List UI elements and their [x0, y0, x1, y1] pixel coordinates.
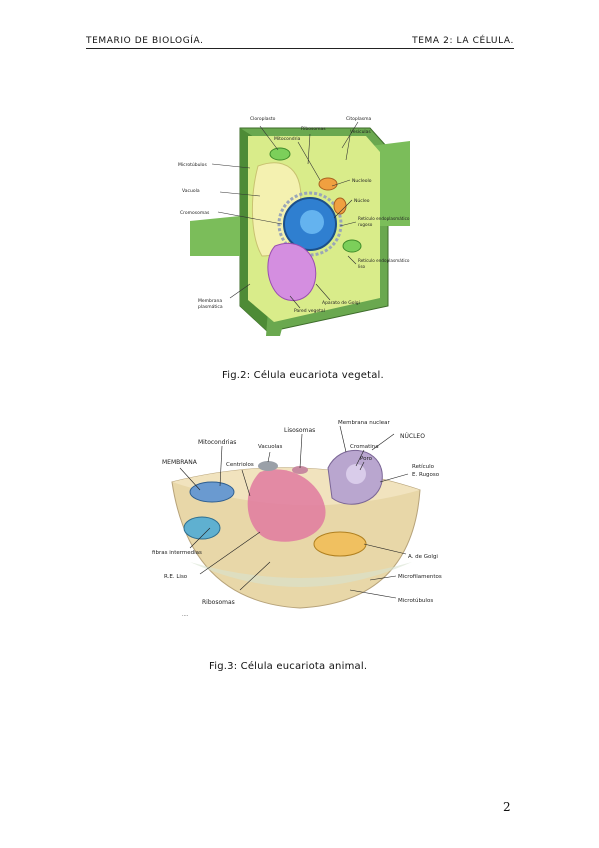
vacuole	[258, 461, 278, 471]
label-golgi: Aparato de Golgi	[322, 300, 360, 306]
label-membrana-nuclear: Membrana nuclear	[338, 420, 390, 426]
label-reticulo-line2: E. Rugoso	[412, 472, 440, 478]
chloroplast	[269, 147, 291, 161]
label-reticulo-line1: Retículo	[412, 463, 435, 470]
label-cloroplasto: Cloroplasto	[250, 116, 276, 122]
label-rel-line2: liso	[358, 264, 366, 269]
label-membrana-line2: plasmática	[198, 303, 223, 310]
label-poro: Poro	[360, 456, 373, 462]
label-golgi: A. de Golgi	[408, 554, 438, 560]
page-header: TEMARIO DE BIOLOGÍA. TEMA 2: LA CÉLULA.	[86, 36, 514, 49]
golgi-apparatus	[267, 243, 317, 302]
mitochondrion	[189, 481, 235, 503]
label-microfilamentos: Microfilamentos	[398, 574, 442, 580]
leader-lines	[179, 425, 409, 599]
label-cromatina: Cromatina	[350, 444, 379, 450]
plant-cell-figure: Cloroplasto Ribosomas Citoplasma Mitocon…	[170, 106, 420, 338]
label-rer-line2: rugoso	[358, 222, 373, 227]
label-dots: ....	[182, 612, 189, 618]
label-vacuola: Vacuola	[182, 188, 200, 194]
label-re-liso: R.E. Liso	[164, 574, 188, 580]
mitochondrion	[318, 177, 338, 191]
label-microtubulos: Microtúbulos	[398, 597, 433, 604]
header-topic-title: TEMA 2: LA CÉLULA.	[412, 36, 514, 46]
label-cromosomas: Cromosomas	[180, 210, 210, 216]
label-nucleo: NÚCLEO	[400, 433, 425, 440]
animal-cell-illustration: Lisosomas Membrana nuclear NÚCLEO Mitoco…	[152, 420, 442, 618]
label-centriolos: Centriolos	[226, 462, 254, 468]
label-membrana-line1: Membrana	[198, 298, 222, 304]
header-course-title: TEMARIO DE BIOLOGÍA.	[86, 36, 204, 46]
mitochondrion	[183, 516, 221, 540]
rough-er	[277, 191, 343, 257]
label-vacuolas: Vacuolas	[258, 444, 282, 450]
label-citoplasma: Citoplasma	[346, 116, 372, 122]
nucleolus	[300, 210, 324, 234]
label-rel-line1: Retículo endoplasmático	[358, 258, 410, 263]
label-fibras: fibras intermedias	[152, 550, 202, 556]
endoplasmic-reticulum	[247, 469, 326, 542]
page-number: 2	[503, 800, 511, 814]
label-rer-line1: Retículo endoplasmático	[358, 216, 410, 221]
leader-lines	[211, 121, 359, 309]
chloroplast	[342, 239, 362, 253]
golgi-apparatus	[313, 531, 367, 557]
figure-3-caption: Fig.3: Célula eucariota animal.	[209, 661, 368, 672]
label-pared: Pared vegetal	[294, 308, 325, 314]
label-nucleo: Núcleo	[354, 197, 370, 204]
label-membrana: MEMBRANA	[162, 459, 198, 466]
label-mitocondrias: Mitocondrias	[198, 439, 236, 446]
nucleolus	[346, 464, 366, 484]
label-ribosomas: Ribosomas	[202, 599, 235, 606]
lower-shading	[190, 562, 412, 587]
figure-2-caption: Fig.2: Célula eucariota vegetal.	[222, 370, 384, 381]
lysosome	[292, 466, 308, 474]
label-microtubulos: Microtúbulos	[178, 161, 207, 168]
label-nucleolo: Nucleolo	[352, 178, 372, 184]
label-mitocondria: Mitocondria	[274, 136, 301, 142]
label-vesiculas: Vesículas	[350, 128, 371, 135]
animal-cell-figure: Lisosomas Membrana nuclear NÚCLEO Mitoco…	[150, 412, 455, 620]
plant-cell-illustration: Cloroplasto Ribosomas Citoplasma Mitocon…	[178, 116, 410, 336]
label-ribosomas: Ribosomas	[301, 126, 326, 132]
wall-fragment-left	[190, 216, 240, 256]
label-lisosomas: Lisosomas	[284, 427, 315, 434]
